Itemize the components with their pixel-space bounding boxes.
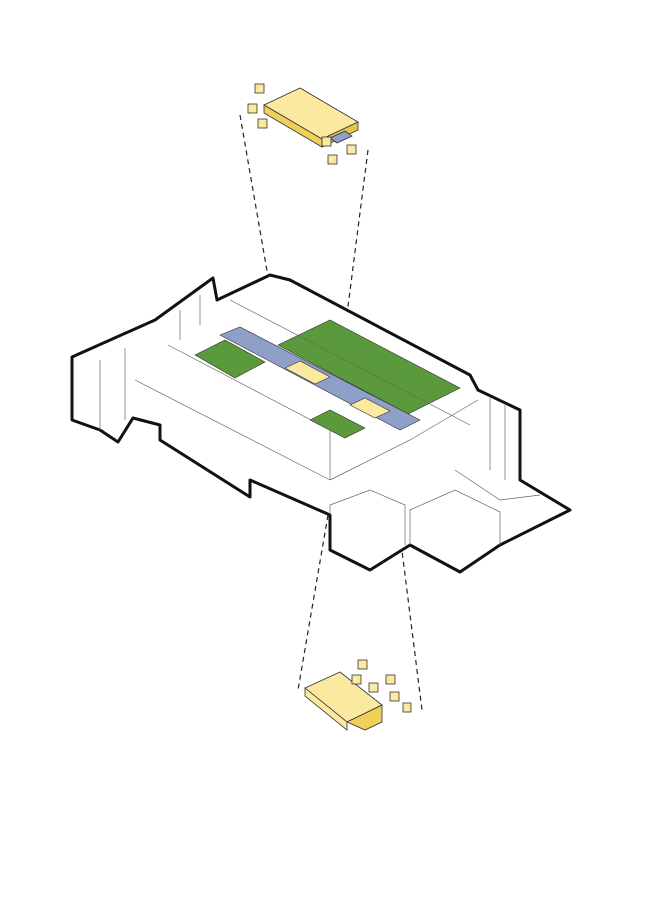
courtyard-green-small — [309, 409, 366, 439]
top-cube — [327, 154, 338, 165]
projection-line-top-left — [239, 114, 273, 301]
top-cube — [346, 144, 357, 155]
bottom-cube — [351, 674, 362, 685]
bench-courtyard-1 — [284, 360, 331, 385]
bottom-bench-side — [346, 704, 383, 731]
top-water — [329, 130, 353, 144]
top-cube — [254, 83, 265, 94]
interior-lines — [99, 295, 541, 545]
projection-line-bottom-right — [399, 534, 423, 711]
bench-courtyard-2 — [349, 397, 391, 419]
bottom-cube — [357, 659, 368, 670]
top-cube — [257, 118, 268, 129]
courtyard-green-left — [194, 339, 266, 379]
bottom-cube — [402, 702, 412, 713]
bottom-cube — [389, 691, 400, 702]
projection-line-top-right — [344, 149, 369, 331]
bottom-cube — [368, 682, 379, 693]
projection-lines — [239, 114, 423, 711]
top-furniture-cluster — [247, 83, 359, 165]
building — [70, 273, 572, 574]
bottom-cube — [385, 674, 396, 685]
bottom-bench-front — [304, 687, 348, 731]
projection-line-bottom-left — [297, 514, 329, 691]
top-cube — [321, 136, 332, 147]
courtyard-green-main — [277, 319, 461, 415]
top-cube — [247, 103, 258, 114]
bottom-furniture-cluster — [304, 659, 412, 731]
